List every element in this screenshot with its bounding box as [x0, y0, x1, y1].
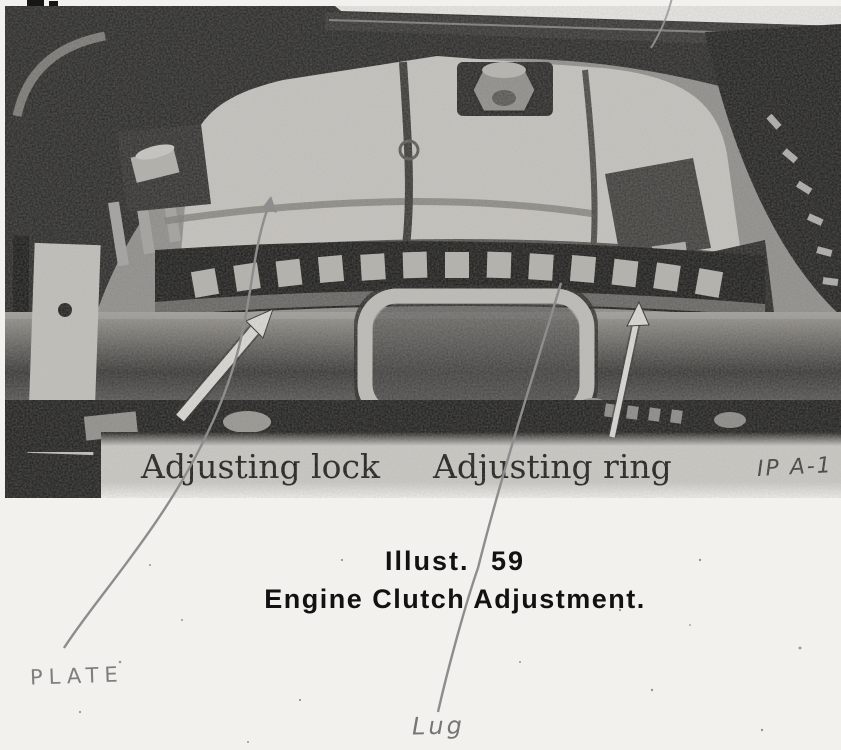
handwritten-plate-label: PLATE	[29, 662, 125, 690]
handwritten-lug-label: Lug	[411, 711, 466, 741]
caption-title: Engine Clutch Adjustment.	[264, 584, 646, 614]
figure-caption: Illust. 59 Engine Clutch Adjustment.	[264, 544, 646, 616]
clutch-photo-figure: Adjusting lock Adjusting ring IP A-1	[5, 6, 841, 498]
clutch-photo-art: Adjusting lock Adjusting ring IP A-1	[5, 6, 841, 498]
halftone-grain	[5, 6, 841, 498]
caption-illust-number: Illust. 59	[384, 546, 526, 576]
